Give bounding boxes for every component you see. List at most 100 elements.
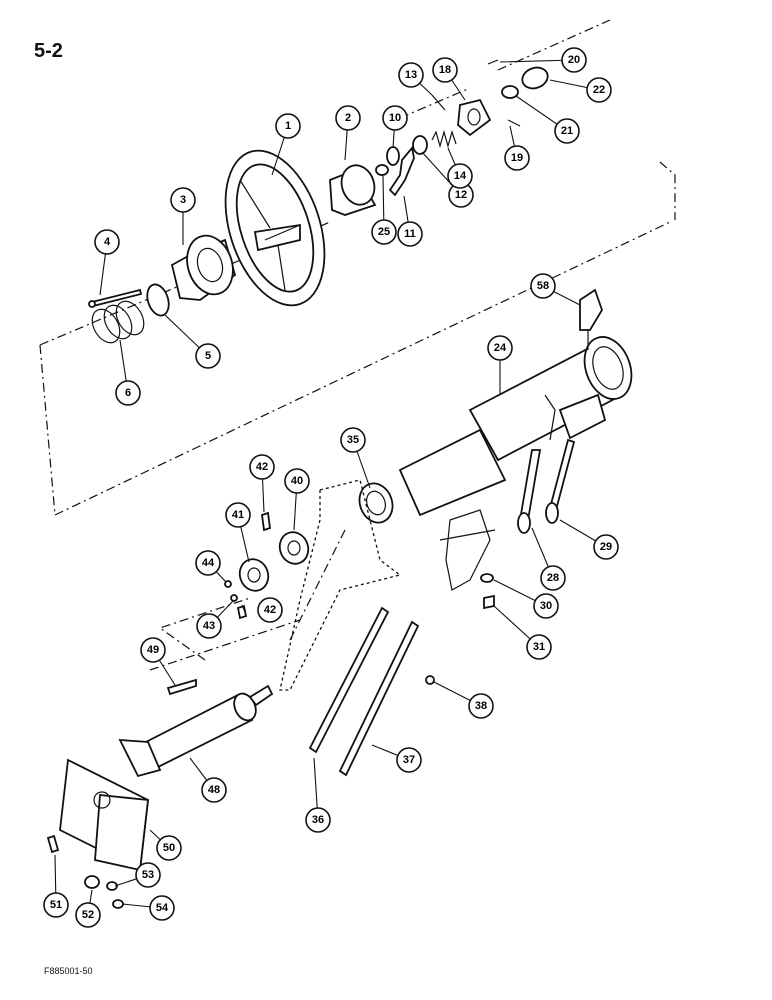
washer-25 — [375, 164, 389, 176]
callout-58: 58 — [530, 273, 556, 299]
callout-2: 2 — [335, 105, 361, 131]
callout-4: 4 — [94, 229, 120, 255]
bushing-52 — [84, 875, 100, 889]
callout-50: 50 — [156, 835, 182, 861]
callout-19: 19 — [504, 145, 530, 171]
callout-31: 31 — [526, 634, 552, 660]
callout-18: 18 — [432, 57, 458, 83]
screw-4 — [88, 288, 143, 308]
screw-38 — [425, 675, 435, 685]
washer-30 — [480, 573, 494, 583]
callout-21: 21 — [554, 118, 580, 144]
contact-cup — [329, 164, 377, 216]
svg-text:40: 40 — [291, 475, 303, 487]
lever-29 — [545, 438, 576, 524]
callout-5: 5 — [195, 343, 221, 369]
svg-text:14: 14 — [454, 170, 467, 182]
svg-text:1: 1 — [285, 120, 291, 132]
callout-42-lower: 42 — [257, 597, 283, 623]
svg-text:42: 42 — [264, 604, 276, 616]
svg-text:44: 44 — [202, 557, 215, 569]
svg-text:37: 37 — [403, 754, 415, 766]
callout-48: 48 — [201, 777, 227, 803]
hub-18 — [457, 98, 492, 137]
coupling-41 — [238, 558, 270, 592]
callout-44: 44 — [195, 550, 221, 576]
washer-53 — [106, 881, 118, 891]
washer-21 — [501, 85, 519, 99]
callout-40: 40 — [284, 468, 310, 494]
callout-38: 38 — [468, 693, 494, 719]
mounting-bracket — [439, 509, 496, 591]
hub-cover — [170, 234, 237, 301]
bolt-31 — [483, 594, 495, 610]
svg-text:22: 22 — [593, 84, 605, 96]
callout-6: 6 — [115, 380, 141, 406]
bolt-49 — [166, 678, 197, 696]
plate-36 — [308, 606, 390, 754]
callout-14: 14 — [447, 163, 473, 189]
screw-20 — [487, 59, 499, 65]
nut-44 — [224, 580, 232, 588]
svg-text:52: 52 — [82, 909, 94, 921]
callout-37: 37 — [396, 747, 422, 773]
callout-11: 11 — [397, 221, 423, 247]
svg-text:19: 19 — [511, 152, 523, 164]
svg-text:54: 54 — [156, 902, 169, 914]
svg-text:18: 18 — [439, 64, 451, 76]
callout-1: 1 — [275, 113, 301, 139]
callout-53: 53 — [135, 862, 161, 888]
callout-29: 29 — [593, 534, 619, 560]
svg-text:42: 42 — [256, 461, 268, 473]
svg-text:3: 3 — [180, 194, 186, 206]
svg-text:12: 12 — [455, 189, 467, 201]
callout-49: 49 — [140, 637, 166, 663]
svg-text:43: 43 — [203, 620, 215, 632]
callout-25: 25 — [371, 219, 397, 245]
spring-14 — [431, 129, 457, 149]
screw-19 — [507, 119, 521, 127]
clip-12 — [412, 135, 428, 155]
pin-51 — [46, 834, 60, 854]
callout-35: 35 — [340, 427, 366, 453]
cap-22 — [521, 66, 549, 90]
svg-text:25: 25 — [378, 226, 390, 238]
callout-10: 10 — [382, 105, 408, 131]
callout-28: 28 — [540, 565, 566, 591]
figure-id: F885001-50 — [44, 966, 93, 976]
screw-13 — [431, 94, 446, 111]
page-number: 5-2 — [34, 40, 63, 62]
callout-20: 20 — [561, 47, 587, 73]
svg-text:4: 4 — [104, 236, 111, 248]
callout-24: 24 — [487, 335, 513, 361]
lower-shaft-48 — [118, 684, 274, 778]
boot-outline — [279, 479, 402, 691]
svg-text:13: 13 — [405, 69, 417, 81]
callout-42-upper: 42 — [249, 454, 275, 480]
ring-10 — [386, 146, 400, 166]
callout-3: 3 — [170, 187, 196, 213]
svg-text:51: 51 — [50, 899, 62, 911]
svg-text:24: 24 — [494, 342, 507, 354]
callout-36: 36 — [305, 807, 331, 833]
callout-22: 22 — [586, 77, 612, 103]
svg-text:30: 30 — [540, 600, 552, 612]
svg-text:35: 35 — [347, 434, 359, 446]
callout-13: 13 — [398, 62, 424, 88]
svg-text:21: 21 — [561, 125, 573, 137]
svg-text:28: 28 — [547, 572, 559, 584]
svg-text:31: 31 — [533, 641, 545, 653]
retaining-ring — [146, 283, 170, 317]
bolt-42-upper — [261, 511, 271, 532]
switch-58 — [579, 288, 603, 350]
svg-text:49: 49 — [147, 644, 159, 656]
callout-52: 52 — [75, 902, 101, 928]
coupling-40 — [278, 531, 310, 565]
o-rings — [91, 300, 145, 344]
svg-text:20: 20 — [568, 54, 580, 66]
svg-text:53: 53 — [142, 869, 154, 881]
svg-text:29: 29 — [600, 541, 612, 553]
cam-lever-11 — [388, 145, 415, 197]
callout-41: 41 — [225, 502, 251, 528]
